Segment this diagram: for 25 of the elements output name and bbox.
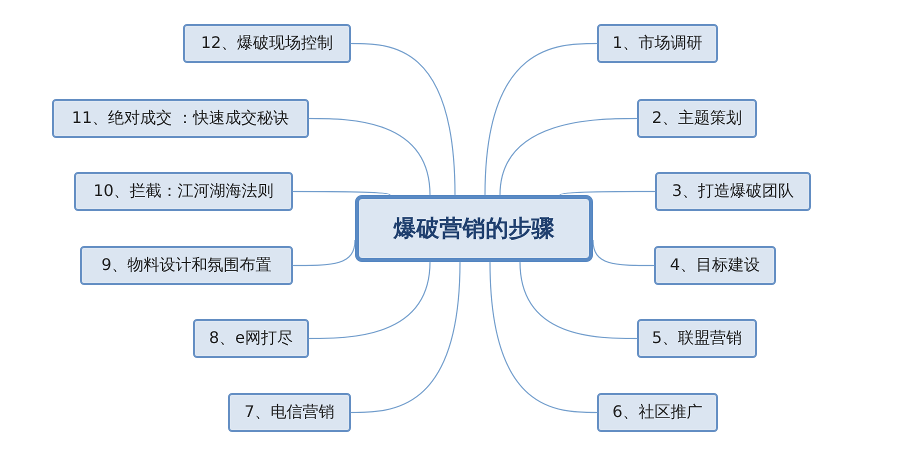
topic-box: 5、联盟营销: [637, 319, 757, 358]
topic-box: 2、主题策划: [637, 99, 757, 138]
connector-line: [592, 240, 654, 266]
central-topic-box: 爆破营销的步骤: [355, 195, 593, 262]
connector-line: [309, 262, 431, 340]
connector-line: [499, 118, 637, 196]
topic-box: 12、爆破现场控制: [183, 24, 351, 63]
connector-line: [560, 190, 655, 196]
topic-box: 4、目标建设: [654, 246, 776, 285]
connector-line: [484, 42, 597, 196]
topic-box: 7、电信营销: [228, 393, 351, 432]
connector-line: [293, 190, 390, 196]
topic-box: 10、拦截：江河湖海法则: [74, 172, 293, 211]
connector-line: [351, 262, 461, 414]
topic-box: 11、绝对成交 ：快速成交秘诀: [52, 99, 309, 138]
connector-line: [309, 118, 431, 196]
connector-line: [519, 262, 637, 340]
topic-box: 8、e网打尽: [193, 319, 309, 358]
connector-line: [293, 240, 356, 266]
topic-box: 1、市场调研: [597, 24, 718, 63]
connector-line: [489, 262, 597, 414]
topic-box: 6、社区推广: [597, 393, 718, 432]
connector-line: [351, 42, 456, 196]
topic-box: 3、打造爆破团队: [655, 172, 811, 211]
topic-box: 9、物料设计和氛围布置: [80, 246, 293, 285]
